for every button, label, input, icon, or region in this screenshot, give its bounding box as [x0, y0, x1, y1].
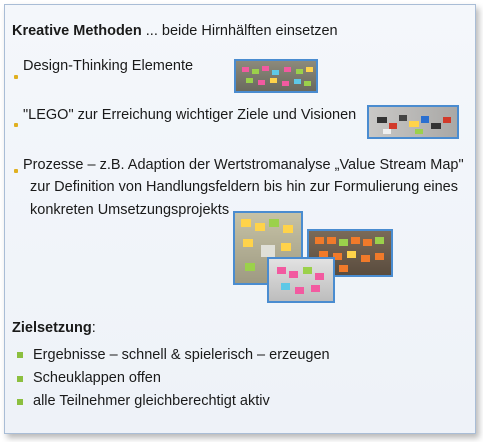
lego-brick — [409, 121, 419, 127]
sticky-note — [281, 243, 291, 251]
sticky-note — [255, 223, 265, 231]
sticky-note — [347, 251, 356, 258]
sticky-note — [319, 251, 328, 258]
heading-rest: ... beide Hirnhälften einsetzen — [141, 23, 338, 39]
sticky-note — [363, 239, 372, 246]
sticky-note — [351, 237, 360, 244]
sticky-note — [243, 239, 253, 247]
sticky-note — [245, 263, 255, 271]
lego-photo — [367, 105, 459, 139]
sticky-note — [241, 219, 251, 227]
lego-brick — [399, 115, 407, 121]
bullet-prozesse-line3: konkreten Umsetzungsprojekts — [30, 202, 230, 218]
lego-brick — [443, 117, 451, 123]
board-background — [269, 259, 333, 301]
bullet-icon — [14, 75, 18, 79]
sticky-note — [284, 67, 291, 72]
goal-heading: Zielsetzung: — [12, 319, 96, 337]
sticky-note — [295, 287, 304, 294]
lego-brick — [415, 129, 423, 134]
sticky-note — [306, 67, 313, 72]
sticky-note — [252, 69, 259, 74]
goal-bullet-icon — [17, 399, 23, 405]
sticky-note — [294, 79, 301, 84]
lego-brick — [383, 129, 391, 134]
sticky-note — [303, 267, 312, 274]
design-thinking-photo — [234, 59, 318, 93]
lego-brick — [421, 116, 429, 123]
sticky-note — [283, 225, 293, 233]
sticky-note — [261, 245, 275, 257]
goal-item: Ergebnisse – schnell & spielerisch – erz… — [33, 347, 330, 363]
bullet-lego: "LEGO" zur Erreichung wichtiger Ziele un… — [23, 107, 357, 123]
sticky-note — [361, 255, 370, 262]
goal-item: alle Teilnehmer gleichberechtigt aktiv — [33, 393, 270, 409]
bullet-prozesse: Prozesse – z.B. Adaption der Wertstroman… — [23, 157, 464, 173]
goal-bullet-icon — [17, 376, 23, 382]
heading: Kreative Methoden ... beide Hirnhälften … — [12, 22, 338, 40]
sticky-note — [375, 253, 384, 260]
sticky-note — [270, 78, 277, 83]
bullet-icon — [14, 123, 18, 127]
sticky-note — [339, 239, 348, 246]
bullet-icon — [14, 169, 18, 173]
lego-brick — [389, 123, 397, 129]
sticky-note — [282, 81, 289, 86]
bullet-design-thinking: Design-Thinking Elemente — [23, 58, 194, 74]
wall-background — [236, 61, 316, 91]
sticky-note — [272, 70, 279, 75]
sticky-note — [246, 78, 253, 83]
sticky-note — [304, 81, 311, 86]
heading-bold: Kreative Methoden — [12, 23, 142, 39]
slide-card: Kreative Methoden ... beide Hirnhälften … — [4, 4, 476, 434]
sticky-note — [339, 265, 348, 272]
sticky-note — [315, 237, 324, 244]
sticky-note — [315, 273, 324, 280]
goal-colon: : — [91, 320, 96, 336]
value-stream-photo-bottom — [267, 257, 335, 303]
sticky-note — [296, 69, 303, 74]
bullet-prozesse-line2: zur Definition von Handlungsfeldern bis … — [30, 179, 458, 195]
sticky-note — [277, 267, 286, 274]
goal-label: Zielsetzung — [12, 320, 92, 336]
sticky-note — [281, 283, 290, 290]
lego-brick — [431, 123, 441, 129]
sticky-note — [375, 237, 384, 244]
sticky-note — [269, 219, 279, 227]
sticky-note — [289, 271, 298, 278]
sticky-note — [327, 237, 336, 244]
sticky-note — [242, 67, 249, 72]
sticky-note — [333, 253, 342, 260]
sticky-note — [258, 80, 265, 85]
goal-item: Scheuklappen offen — [33, 370, 161, 386]
sticky-note — [311, 285, 320, 292]
sticky-note — [262, 66, 269, 71]
lego-brick — [377, 117, 387, 123]
goal-bullet-icon — [17, 352, 23, 358]
